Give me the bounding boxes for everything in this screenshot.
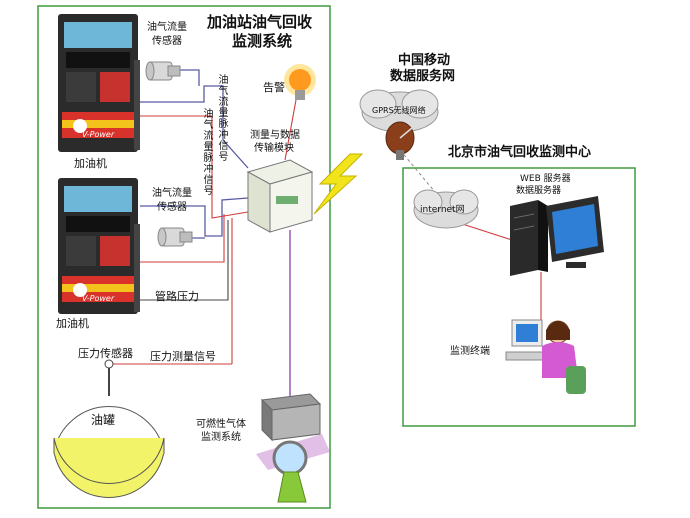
tank-label: 油罐 — [91, 413, 116, 427]
flow-sensor-top-label-1: 油气流量 — [147, 22, 187, 33]
gas-monitor-label-1: 可燃性气体 — [196, 419, 246, 430]
pressure-sensor-icon — [104, 359, 114, 396]
dispenser-2 — [58, 178, 140, 314]
lightning-icon — [313, 153, 364, 215]
flow-sensor-top — [145, 61, 181, 81]
flow-pulse-signal-a: 油气流量脉冲信号 — [216, 74, 227, 162]
monitoring-terminal-icon — [505, 319, 586, 394]
flow-sensor-top-label-2: 传感器 — [152, 36, 182, 47]
terminal-label: 监测终端 — [450, 346, 490, 357]
internet-cloud-label: internet网 — [420, 205, 465, 215]
server-tower-icon — [510, 200, 548, 276]
gas-monitor-device — [260, 393, 322, 442]
alarm-bulb-icon — [284, 64, 316, 100]
station-system-frame — [37, 5, 331, 509]
flow-signal-lines — [140, 69, 249, 239]
oil-tank — [53, 406, 165, 498]
satellite-dish-icon — [385, 121, 415, 160]
flow-sensor-bottom-label-2: 传感器 — [157, 202, 187, 213]
module-label-2: 传输模块 — [254, 143, 294, 154]
pipe-pressure-label: 管路压力 — [155, 290, 199, 303]
dispenser-1 — [58, 14, 140, 152]
flow-sensor-bottom-label-1: 油气流量 — [152, 188, 192, 199]
gprs-link — [399, 149, 441, 199]
server-monitor-icon — [546, 196, 604, 268]
dispenser-2-label: 加油机 — [56, 317, 89, 330]
flow-sensor-bottom — [157, 227, 193, 247]
pressure-sensor-label: 压力传感器 — [78, 347, 133, 360]
dispenser-1-brand: V-Power — [82, 130, 115, 139]
china-mobile-label: 中国移动 — [398, 53, 451, 68]
internet-cloud-icon — [413, 189, 479, 229]
alarm-label: 告警 — [263, 81, 285, 94]
web-server-label: WEB 服务器 — [520, 174, 571, 184]
pipe-pressure-line — [132, 220, 229, 301]
station-title: 加油站油气回收 — [207, 13, 313, 31]
monitoring-center-frame — [402, 167, 636, 427]
data-server-label: 数据服务器 — [516, 186, 562, 196]
pressure-measure-label: 压力测量信号 — [150, 350, 216, 363]
magnifier-icon — [256, 434, 330, 503]
measurement-module — [246, 159, 314, 233]
module-label-1: 测量与数据 — [250, 130, 300, 141]
gprs-cloud-label: GPRS无线网络 — [372, 106, 426, 115]
china-mobile-service-label: 数据服务网 — [390, 69, 456, 84]
center-title: 北京市油气回收监测中心 — [448, 145, 592, 160]
dispenser-1-label: 加油机 — [74, 157, 107, 170]
gprs-cloud-icon — [359, 89, 439, 133]
flow-pulse-signal-b: 油气流量脉冲信号 — [201, 108, 212, 196]
station-subtitle: 监测系统 — [232, 32, 293, 50]
dispenser-2-brand: V-Power — [82, 294, 115, 303]
gas-monitor-label-2: 监测系统 — [201, 432, 241, 443]
